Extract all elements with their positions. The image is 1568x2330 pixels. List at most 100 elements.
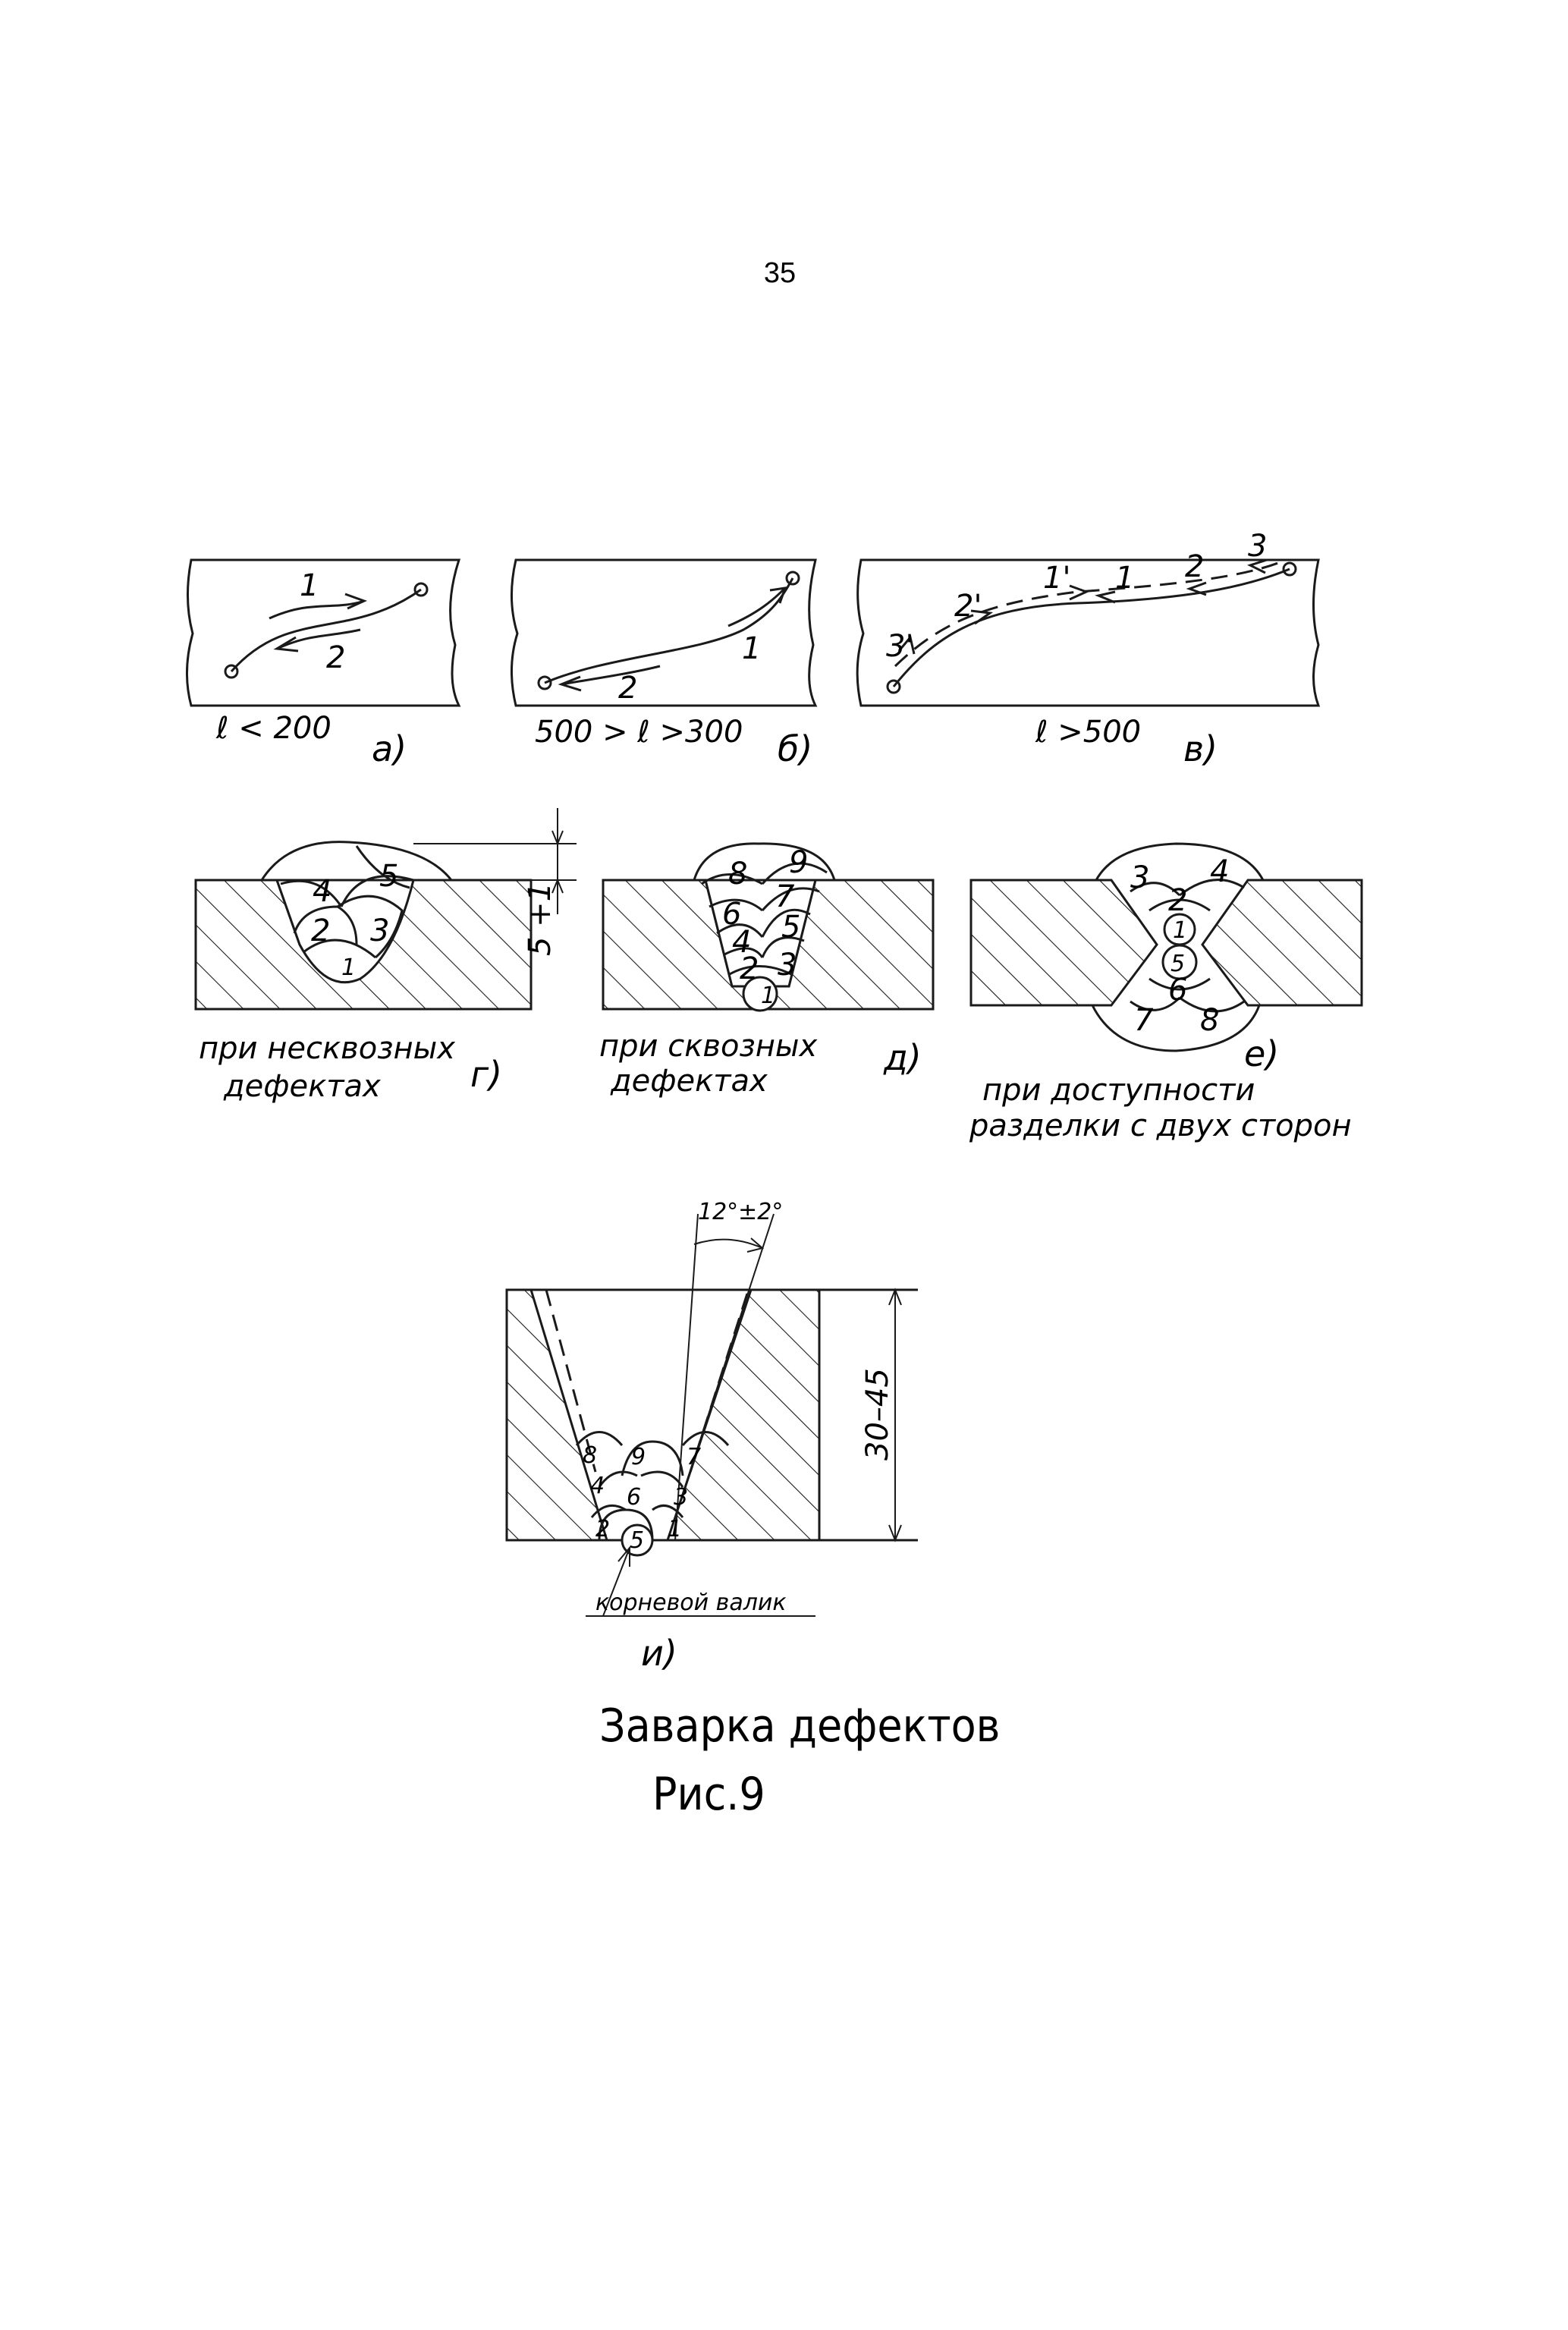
groove-fill-d: [275, 879, 415, 984]
reinforcement-e: [693, 842, 836, 881]
pass-label-3p-c: 3': [886, 629, 913, 664]
bead-label-3-d: 3: [370, 913, 389, 948]
dim-arrow-bottom-d: [551, 878, 564, 894]
bead-label-5-f: 5: [1171, 951, 1185, 977]
bead-outlines-f: [1130, 879, 1245, 1013]
pass-arrow-3-c-head: [1247, 558, 1268, 574]
plate-outline-b: [511, 558, 818, 707]
dimension-d: 5 +1: [523, 882, 558, 956]
angle-arrow-i: [746, 1237, 765, 1253]
bead-label-9-i: 9: [631, 1444, 646, 1470]
pass-label-3-c: 3: [1248, 529, 1267, 564]
bead-label-7-e: 7: [775, 879, 795, 914]
angle-ref-inclined-i: [667, 1213, 775, 1541]
leader-line-i: [602, 1547, 630, 1617]
letter-d: г): [470, 1054, 502, 1095]
pass-label-1p-c: 1': [1043, 561, 1070, 596]
bevel-dash-left-i: [545, 1289, 597, 1473]
bead-label-2-d: 2: [311, 913, 330, 948]
bead-label-8-i: 8: [583, 1442, 597, 1469]
bead-label-4-e: 4: [732, 925, 751, 960]
panel-i: 12°±2° 1 2 3 4 5 6 7 8 9 30–45 корневой …: [505, 1199, 918, 1674]
bead-label-4-i: 4: [590, 1473, 605, 1499]
page-number: 35: [764, 257, 796, 289]
pass-label-2-c: 2: [1185, 549, 1204, 584]
pass-label-2p-c: 2': [954, 589, 982, 624]
bead-label-9-e: 9: [789, 845, 808, 880]
caption-line2-e: дефектах: [610, 1064, 768, 1099]
dim-arrow-bottom-i: [888, 1524, 902, 1542]
plate-outline-c: [856, 558, 1321, 707]
condition-a: ℓ < 200: [215, 711, 332, 746]
letter-e: д): [883, 1037, 922, 1078]
condition-b: 500 > ℓ >300: [535, 715, 743, 750]
angle-arc-i: [693, 1238, 763, 1249]
letter-b: б): [778, 728, 812, 769]
root-bead-e: [742, 976, 778, 1012]
pass-arrow-1p-c-head: [1069, 584, 1089, 601]
base-metal-f: [969, 879, 1158, 1007]
plate-outline-a: [186, 558, 461, 707]
pass-arrow-2p-c-head: [970, 609, 994, 625]
pass-arrow-2-b: [561, 665, 661, 686]
bead-outline-2-d: [293, 905, 358, 945]
bead-label-2-e: 2: [740, 951, 759, 986]
bead-label-3-e: 3: [778, 948, 797, 983]
reinforcement-d: [260, 841, 453, 881]
pass-arrow-2-b-head: [558, 675, 582, 692]
caption-line2-d: дефектах: [223, 1069, 381, 1104]
bead-label-1-f: 1: [1173, 917, 1187, 944]
caption-line1-f: при доступности: [982, 1073, 1255, 1108]
bead-label-5-d: 5: [379, 859, 398, 894]
bead-outline-4-d: [280, 879, 343, 907]
crack-line-b: [544, 577, 794, 684]
bead-label-7-i: 7: [687, 1444, 701, 1470]
bead-label-1-d: 1: [341, 954, 356, 981]
pass-label-1-c: 1: [1115, 561, 1134, 596]
bead-outline-3-d: [337, 895, 404, 959]
bead-label-2-f: 2: [1168, 883, 1187, 918]
caption-line1-e: при сквозных: [599, 1029, 817, 1064]
pass-label-1-a: 1: [300, 568, 319, 603]
panel-d: 1 2 3 4 5 5 +1 при несквозных дефектах г…: [194, 808, 577, 1104]
bead-outlines-e: [701, 862, 828, 976]
pass-arrow-1-a: [269, 599, 365, 620]
panel-b: 1 2 500 > ℓ >300 б): [511, 558, 818, 769]
bead-label-3-f: 3: [1130, 860, 1149, 895]
figure-title: Заварка дефектов: [599, 1700, 1000, 1753]
bead-label-3-i: 3: [674, 1484, 688, 1511]
bead-label-1-i: 1: [668, 1516, 682, 1542]
condition-c: ℓ >500: [1035, 715, 1141, 750]
pass-arrow-1-a-head: [344, 593, 367, 610]
bead-label-6-e: 6: [722, 897, 741, 932]
crack-line-c: [892, 568, 1290, 687]
caption-line1-d: при несквозных: [199, 1031, 455, 1066]
bead-circle-5-f: [1161, 944, 1198, 980]
bead-label-6-i: 6: [627, 1484, 641, 1511]
letter-c: в): [1183, 728, 1218, 769]
bead-outline-5-d: [340, 845, 414, 907]
letter-f: е): [1244, 1033, 1279, 1074]
panel-a: 1 2 ℓ < 200 а): [186, 558, 461, 769]
bead-label-1-e: 1: [761, 983, 775, 1009]
bead-label-8-e: 8: [728, 857, 747, 891]
bead-label-8-f: 8: [1200, 1003, 1219, 1038]
bead-outline-1-d: [303, 939, 376, 959]
angle-label-i: 12°±2°: [698, 1199, 783, 1225]
panel-e: 1 2 3 4 5 6 7 8 9 при сквозных дефектах …: [599, 842, 935, 1099]
dim-arrow-top-i: [888, 1288, 902, 1306]
root-bead-label-i: корневой валик: [595, 1589, 787, 1616]
leader-arrow-i: [617, 1545, 630, 1567]
bead-label-5-e: 5: [781, 910, 800, 945]
panel-c: 3' 2' 1' 1 2 3 ℓ >500 в): [856, 529, 1321, 769]
pass-arrow-3p-c-head: [897, 634, 916, 655]
bead-label-2-i: 2: [595, 1516, 610, 1542]
bead-label-5-i: 5: [630, 1527, 644, 1554]
bead-label-4-d: 4: [313, 874, 332, 909]
pass-label-1-b: 1: [742, 631, 761, 666]
letter-i: и): [641, 1633, 677, 1674]
pass-label-2-a: 2: [326, 640, 345, 675]
figure-number: Рис.9: [652, 1768, 765, 1821]
pass-arrow-2-a-head: [273, 636, 299, 652]
base-metal-f-right: [1201, 879, 1363, 1007]
